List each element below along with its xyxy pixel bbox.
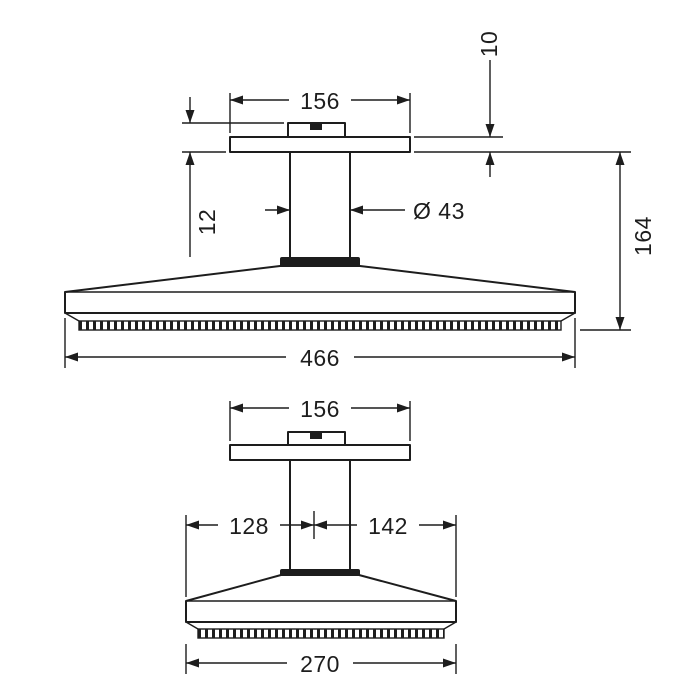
label-mask — [357, 512, 419, 538]
arrowhead — [485, 152, 495, 165]
arrowhead — [230, 95, 243, 105]
arrowhead — [277, 205, 290, 215]
dim-total-height-label: 164 — [630, 216, 656, 256]
arrowhead — [562, 352, 575, 362]
dim-plate-thickness-label: 10 — [476, 31, 502, 58]
arrowhead — [301, 520, 314, 530]
pipe — [289, 459, 351, 571]
label-mask — [286, 344, 354, 370]
arrowhead — [443, 658, 456, 668]
arrowhead — [185, 152, 195, 165]
dim-offset-right-label: 142 — [368, 513, 408, 539]
arrowhead — [186, 658, 199, 668]
arrowhead — [615, 152, 625, 165]
dim-offset-left-label: 128 — [229, 513, 269, 539]
arrowhead — [230, 403, 243, 413]
side-view-dimensions: 156 128 142 270 — [185, 395, 457, 677]
dim-head-width-label: 466 — [300, 345, 340, 371]
collar-mark — [310, 433, 322, 439]
collar-mark — [310, 124, 322, 130]
arrowhead — [186, 520, 199, 530]
shower-head-body — [185, 574, 457, 623]
extension-line — [414, 136, 631, 153]
arrowhead — [397, 403, 410, 413]
label-mask — [289, 395, 351, 421]
arrowhead — [397, 95, 410, 105]
dim-neck-height-label: 12 — [194, 209, 220, 236]
arrowhead — [65, 352, 78, 362]
spray-face-bevel — [185, 621, 457, 630]
arrowhead — [485, 124, 495, 137]
arrowhead — [350, 205, 363, 215]
extension-line — [185, 644, 457, 674]
label-mask — [287, 650, 353, 676]
side-view — [185, 431, 457, 639]
arrowhead — [185, 110, 195, 123]
dim-plate-width-label: 156 — [300, 88, 340, 114]
spray-face-bevel — [64, 312, 576, 322]
pipe — [289, 151, 351, 259]
dim-plate-width-label: 156 — [300, 396, 340, 422]
dim-head-depth-label: 270 — [300, 651, 340, 677]
arrowhead — [615, 317, 625, 330]
label-mask — [218, 512, 280, 538]
extension-line — [64, 318, 576, 368]
arrowhead — [314, 520, 327, 530]
spray-face — [197, 628, 445, 639]
front-view-dimensions: 156 10 12 Ø 43 466 164 — [64, 31, 656, 371]
ceiling-plate — [229, 444, 411, 461]
dim-pipe-diameter-label: Ø 43 — [413, 198, 465, 224]
front-view — [64, 122, 576, 331]
spray-face — [78, 320, 562, 331]
shower-head-body — [64, 265, 576, 314]
arrowhead — [443, 520, 456, 530]
ceiling-plate — [229, 136, 411, 153]
label-mask — [289, 87, 351, 113]
